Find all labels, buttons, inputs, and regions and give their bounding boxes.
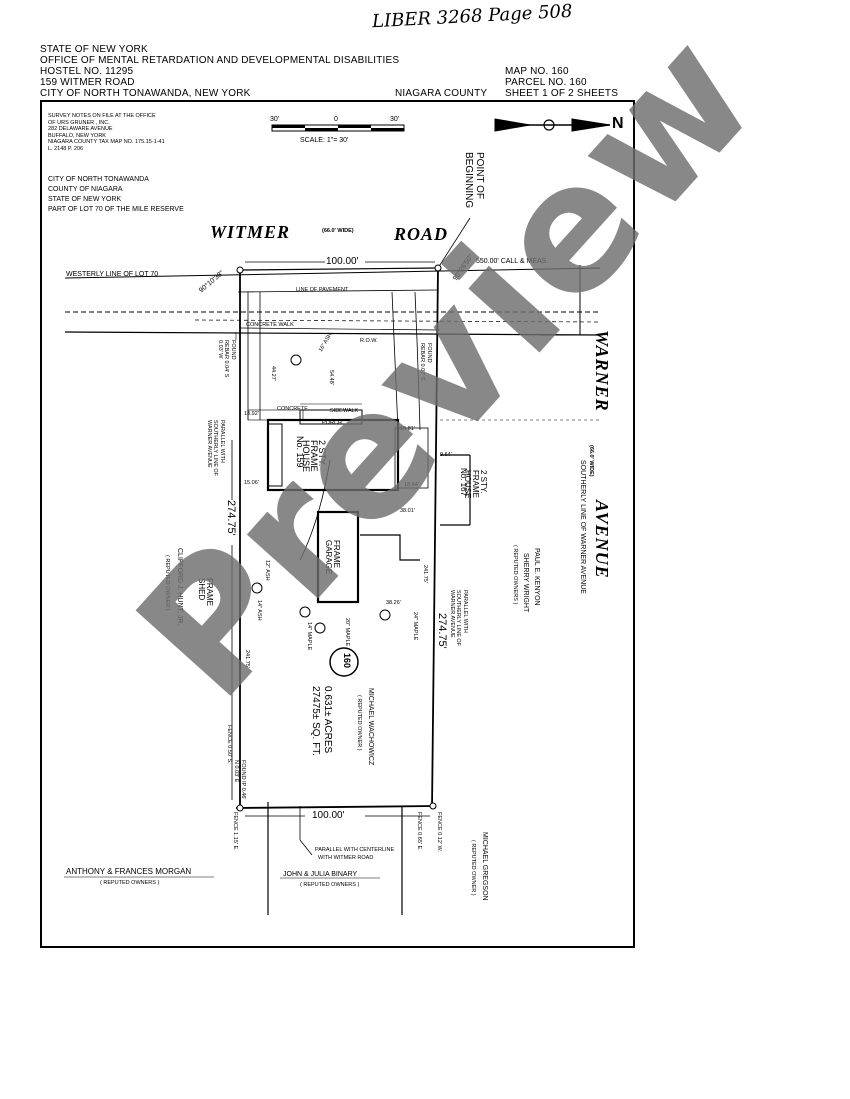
dim-18-64: 18.64' [404,482,419,488]
survey-note-line: SURVEY NOTES ON FILE AT THE OFFICE [48,113,156,119]
header-line-office: OFFICE OF MENTAL RETARDATION AND DEVELOP… [40,55,400,66]
header-line-address: 159 WITMER ROAD [40,77,135,88]
dim-241-75-right: 241.75' [422,565,428,583]
header-sheet: SHEET 1 OF 2 SHEETS [505,88,619,99]
parcel-circle [329,647,359,677]
dim-13-92: 13.92' [244,411,259,417]
parallel-bottom-2: WITH WITMER ROAD [318,855,374,861]
owner-morgan-sub: ( REPUTED OWNERS ) [100,880,160,886]
fence-bottom-right-label: FENCE 0.12' W. [436,812,442,852]
owner-kenyon-1: PAUL E. KENYON [533,548,540,606]
ash-14-tree [251,582,263,594]
line-of-pavement-label: LINE OF PAVEMENT [296,287,349,293]
road-witmer-1: WITMER [210,222,291,242]
area-acres: 0.631± ACRES [322,686,333,754]
survey-note-line: OF URS GRUNER , INC. [48,119,110,126]
owner-binary-sub: ( REPUTED OWNERS ) [300,882,360,888]
dim-19-81: 19.81' [400,426,415,432]
concrete-label: CONCRETE [277,406,308,412]
survey-notes: SURVEY NOTES ON FILE AT THE OFFICE OF UR… [48,113,165,152]
owner-kenyon-2: SHERRY WRIGHT [522,553,529,613]
row-label: R.O.W. [360,338,378,344]
header-parcel-no: PARCEL NO. 160 [505,77,587,88]
scale-mid: 0 [334,116,338,123]
road-witmer-2: ROAD [394,224,449,244]
header-county: NIAGARA COUNTY [395,88,488,99]
sidewalk-label: SIDEWALK [330,408,359,414]
dim-15-06: 15.06' [244,480,259,486]
location-line: STATE OF NEW YORK [48,196,122,203]
header-line-hostel: HOSTEL NO. 11295 [40,66,134,77]
maple-20-tree [314,622,326,634]
fence-left-label: FENCE 0.50' S. [226,725,232,764]
dim-bottom-label: 100.00' [312,810,345,821]
maple-24-tree [379,609,391,621]
location-block: CITY OF NORTH TONAWANDA COUNTY OF NIAGAR… [48,175,184,215]
fence-bottom-left-label: FENCE 1.15' E. [232,812,238,851]
header-map-block: MAP NO. 160 PARCEL NO. 160 SHEET 1 OF 2 … [505,66,618,99]
parallel-bottom-1: PARALLEL WITH CENTERLINE [315,847,395,853]
maple-14-tree [299,606,311,618]
porch-label: PORCH [322,420,342,426]
owner-kenyon-sub: ( REPUTED OWNERS ) [512,545,518,605]
parallel-right-label: PARALLEL WITH SOUTHERLY LINE OF WARNER A… [449,590,468,647]
dim-top-label: 100.00' [326,256,359,267]
house-159 [266,403,400,492]
property-boundary [235,267,439,809]
survey-note-line: L. 2148 P. 206 [48,145,84,152]
found-rebar-label: FOUND REBAR 0.04' S 0.03' W [217,340,236,378]
owner-wachowicz: MICHAEL WACHOWICZ [367,688,374,766]
survey-note-line: NIAGARA COUNTY TAX MAP NO. 175.15-1-41 [48,139,165,145]
scale-left: 30' [270,116,280,123]
dim-38-01: 38.01' [400,508,415,514]
westerly-line-label: WESTERLY LINE OF LOT 70 [66,271,159,278]
drawing-frame [40,100,635,948]
owner-gregson: MICHAEL GREGSON [481,832,488,901]
side-right-dim: 274.75' [436,613,448,649]
owner-wachowicz-sub: ( REPUTED OWNER ) [356,695,362,751]
scale-right: 30' [390,116,400,123]
scale-label: SCALE: 1"= 30' [300,137,349,144]
found-pin-label: FOUND IP 0.46' N 0.03' E [233,760,247,800]
call-meas-label: 550.00' CALL & MEAS. [476,258,549,265]
frame-garage [316,510,360,604]
road-witmer-width: (66.0' WIDE) [322,228,354,234]
header-map-no: MAP NO. 160 [505,66,569,77]
location-line: CITY OF NORTH TONAWANDA [48,176,149,183]
header-block: STATE OF NEW YORK OFFICE OF MENTAL RETAR… [40,44,399,99]
parcel-circle-label: 160 [342,653,352,669]
area-block: 0.631± ACRES 27475± SQ. FT. [309,686,333,756]
header-line-city: CITY OF NORTH TONAWANDA, NEW YORK [40,88,251,99]
maple-24-label: 24" MAPLE [412,612,418,641]
survey-note-line: BUFFALO, NEW YORK [48,132,106,139]
area-sqft: 27475± SQ. FT. [310,686,321,756]
owner-gregson-sub: ( REPUTED OWNER ) [470,840,476,896]
ash-16-tree [290,354,302,366]
location-line: PART OF LOT 70 OF THE MILE RESERVE [48,206,184,213]
dim-9-64: 9.64' [440,452,452,458]
fence-bottom-mid-label: FENCE 0.65' E. [416,812,422,851]
owner-binary: JOHN & JULIA BINARY [283,871,358,878]
north-arrow-icon [494,118,611,132]
owner-morgan: ANTHONY & FRANCES MORGAN [66,867,192,876]
dim-38-26: 38.26' [386,600,401,606]
concrete-walk-label: CONCRETE WALK [246,322,294,328]
north-label: N [612,115,624,132]
survey-note-line: 282 DELAWARE AVENUE [48,126,113,132]
location-line: COUNTY OF NIAGARA [48,186,123,193]
dim-44-27: 44.27' [270,366,276,381]
header-line-state: STATE OF NEW YORK [40,44,148,55]
